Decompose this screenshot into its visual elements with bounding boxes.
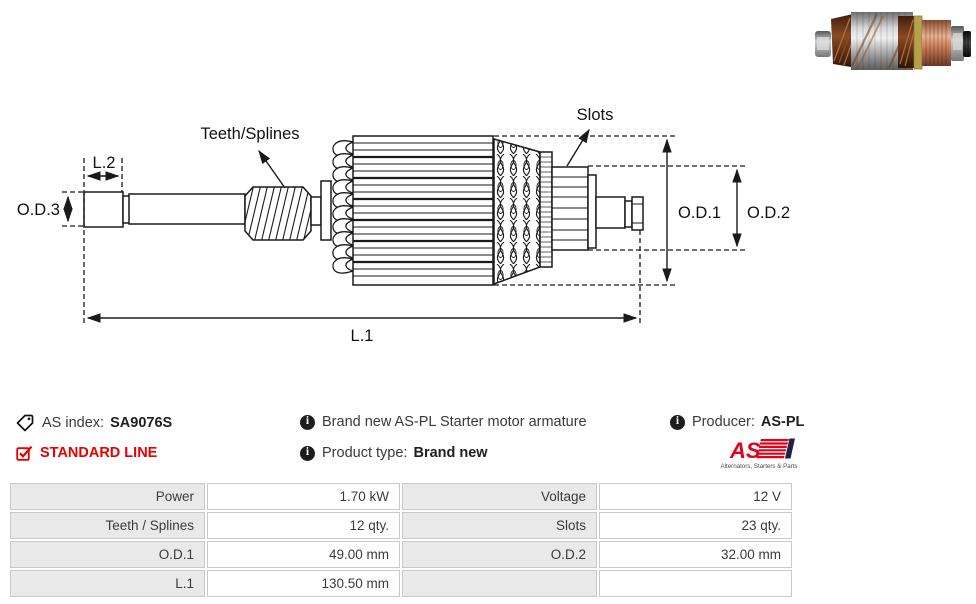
checkbox-checked-icon [16, 445, 33, 461]
label-od3: O.D.3 [17, 201, 60, 219]
producer-row: Producer: AS-PL [670, 414, 804, 430]
spec-value: 23 qty. [599, 512, 792, 539]
label-od2: O.D.2 [747, 204, 790, 222]
label-teeth-splines: Teeth/Splines [200, 125, 299, 143]
label-slots: Slots [577, 106, 614, 124]
spec-label: Slots [402, 512, 597, 539]
spec-label: O.D.2 [402, 541, 597, 568]
as-index-value: SA9076S [110, 415, 173, 431]
armature-photo-graphic [815, 12, 971, 70]
description-row: Brand new AS-PL Starter motor armature [300, 414, 587, 430]
table-row: L.1 130.50 mm [10, 570, 792, 597]
standard-line-label: STANDARD LINE [40, 445, 158, 461]
spec-label: Power [10, 483, 205, 510]
spec-value: 130.50 mm [207, 570, 400, 597]
spec-table: Power 1.70 kW Voltage 12 V Teeth / Splin… [8, 481, 794, 599]
product-type-value: Brand new [413, 445, 488, 461]
spec-value: 32.00 mm [599, 541, 792, 568]
table-row: O.D.1 49.00 mm O.D.2 32.00 mm [10, 541, 792, 568]
product-photo[interactable] [805, 6, 971, 74]
spec-value: 12 qty. [207, 512, 400, 539]
description-text: Brand new AS-PL Starter motor armature [322, 414, 587, 430]
label-l1: L.1 [351, 327, 374, 345]
technical-diagram: Teeth/Splines Slots L.2 O.D.3 O.D.1 O.D.… [17, 106, 790, 345]
spec-label: Teeth / Splines [10, 512, 205, 539]
spec-value: 1.70 kW [207, 483, 400, 510]
armature-outline [83, 135, 644, 286]
as-pl-logo: AS Alternators, Starters & Parts [720, 438, 797, 470]
as-pl-logo-mark: AS [729, 438, 795, 463]
spec-label: Voltage [402, 483, 597, 510]
info-icon [670, 414, 685, 430]
label-od1: O.D.1 [678, 204, 721, 222]
standard-line-row: STANDARD LINE [16, 445, 157, 461]
info-icon [300, 445, 315, 461]
producer-value: AS-PL [760, 414, 805, 430]
table-row: Power 1.70 kW Voltage 12 V [10, 483, 792, 510]
dimension-arrows [63, 128, 742, 323]
info-icon [300, 414, 315, 430]
producer-label: Producer: [692, 414, 755, 430]
product-type-row: Product type: Brand new [300, 445, 488, 461]
spec-value: 49.00 mm [207, 541, 400, 568]
as-index-label: AS index: [42, 415, 105, 431]
table-row: Teeth / Splines 12 qty. Slots 23 qty. [10, 512, 792, 539]
spec-value: 12 V [599, 483, 792, 510]
spec-label: L.1 [10, 570, 205, 597]
as-index-row: AS index: SA9076S [16, 414, 172, 432]
spec-value [599, 570, 792, 597]
as-pl-logo-text: AS [729, 438, 761, 463]
spec-label: O.D.1 [10, 541, 205, 568]
as-pl-logo-tagline: Alternators, Starters & Parts [720, 463, 797, 470]
spec-label [402, 570, 597, 597]
label-l2: L.2 [93, 154, 116, 172]
tag-icon [16, 414, 34, 432]
product-type-label: Product type: [322, 445, 408, 461]
